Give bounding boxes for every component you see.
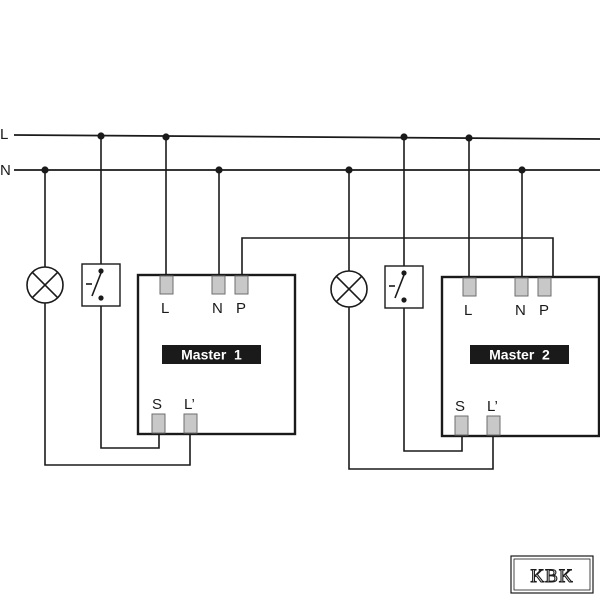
kbk-logo: KBK <box>510 555 594 594</box>
junction-2-n-master <box>518 166 526 174</box>
master-1-label-l: L <box>161 300 169 317</box>
switch-2-output-wire <box>403 308 463 452</box>
master-2-label-n: N <box>515 302 526 319</box>
master-2-terminal-l <box>462 277 477 297</box>
master-2-label-s: S <box>455 398 465 415</box>
switch-2-contact-top <box>401 270 407 276</box>
master-1-terminal-l <box>159 275 174 295</box>
switch-2-lever <box>394 274 405 299</box>
master-2-title-bg <box>470 345 569 364</box>
bus-lines: L N <box>0 126 600 179</box>
switch-1-lever <box>91 272 102 297</box>
master-2-terminal-s <box>454 415 469 436</box>
lamp-1-cross-b <box>31 271 59 299</box>
logo-frame-inner <box>513 558 591 591</box>
master-1-terminal-n <box>211 275 226 295</box>
logo-frame-outer <box>510 555 594 594</box>
master-1-label-p: P <box>236 300 246 317</box>
logo-text: KBK <box>530 566 573 587</box>
master-2-terminal-lout <box>486 415 501 436</box>
junction-1-l-master <box>162 133 170 141</box>
master-2-label-l: L <box>464 302 472 319</box>
master-1-title-bg <box>162 345 261 364</box>
master-1-label-s: S <box>152 396 162 413</box>
bus-label-n: N <box>0 162 11 179</box>
junction-2-l-switch <box>400 133 408 141</box>
junction-1-l-switch <box>97 132 105 140</box>
master-1-terminal-s <box>151 413 166 434</box>
master-1-label-n: N <box>212 300 223 317</box>
switch-2-contact-bottom <box>401 297 407 303</box>
master-2-label-lout: L’ <box>487 398 498 415</box>
lamp-1-return-wire <box>44 303 191 466</box>
master-2-terminal-p <box>537 277 552 297</box>
line-l-bus <box>13 134 600 140</box>
master-2-terminal-n <box>514 277 529 297</box>
master-2-title: Master 2 <box>489 347 550 363</box>
bus-label-l: L <box>0 126 8 143</box>
lamp-2-return-wire <box>348 307 494 470</box>
junction-2-l-master <box>465 134 473 142</box>
master-1-terminal-lout <box>183 413 198 434</box>
junction-1-n-master <box>215 166 223 174</box>
switch-1-contact-top <box>98 268 104 274</box>
master-1-terminal-p <box>234 275 249 295</box>
switch-1-contact-bottom <box>98 295 104 301</box>
master-1-title: Master 1 <box>181 347 242 363</box>
junction-1-n-lamp <box>41 166 49 174</box>
junction-2-n-lamp <box>345 166 353 174</box>
switch-1-output-wire <box>100 306 160 449</box>
circuit-1: L N P Master 1 S L’ <box>26 132 297 466</box>
lamp-2-cross-b <box>335 275 363 303</box>
master-2-label-p: P <box>539 302 549 319</box>
master-1-label-lout: L’ <box>184 396 195 413</box>
circuit-2: L N P Master 2 S L’ <box>330 133 600 470</box>
pilot-wire <box>241 237 554 276</box>
